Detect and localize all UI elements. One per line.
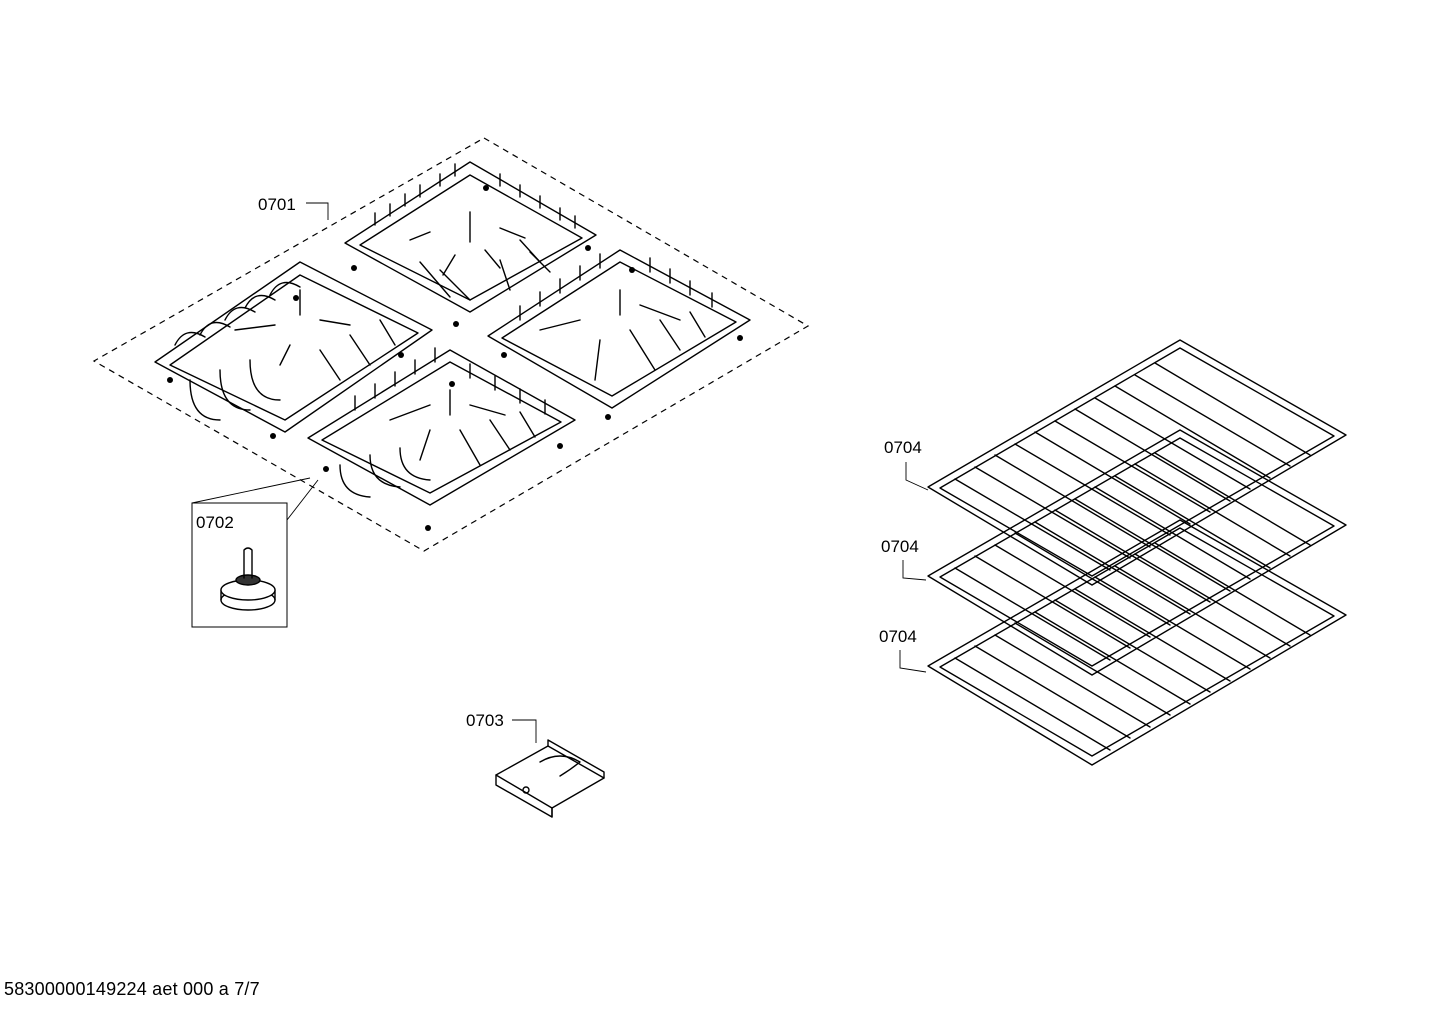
bracket-part[interactable]: [495, 739, 605, 818]
grate-left: [154, 261, 433, 433]
callout-0704-top: 0704: [884, 438, 922, 457]
leader-0704-bottom: [899, 650, 927, 673]
leader-0703: [512, 719, 537, 743]
document-reference: 58300000149224 aet 000 a 7/7: [4, 979, 260, 999]
leader-0704-middle: [902, 560, 927, 581]
callout-0704-middle: 0704: [881, 537, 919, 556]
oven-rack-bottom[interactable]: [927, 519, 1347, 766]
grates-assembly[interactable]: [92, 137, 810, 552]
leader-0701: [306, 202, 329, 220]
callout-0701: 0701: [258, 195, 296, 214]
leader-0704-top: [905, 462, 929, 491]
foot-detail-leader-2: [286, 479, 319, 521]
grate-back: [344, 161, 597, 313]
grate-right: [487, 249, 751, 409]
foot-detail[interactable]: [191, 477, 319, 628]
foot-detail-box: [191, 502, 288, 628]
foot-detail-leader: [191, 477, 311, 504]
grate-front: [307, 347, 576, 506]
callout-0704-bottom: 0704: [879, 627, 917, 646]
callout-0702: 0702: [196, 513, 234, 532]
callout-0703: 0703: [466, 711, 504, 730]
grate-feet: [167, 185, 743, 531]
grates-dashed-boundary: [92, 137, 810, 552]
rubber-foot-part: [220, 547, 276, 611]
